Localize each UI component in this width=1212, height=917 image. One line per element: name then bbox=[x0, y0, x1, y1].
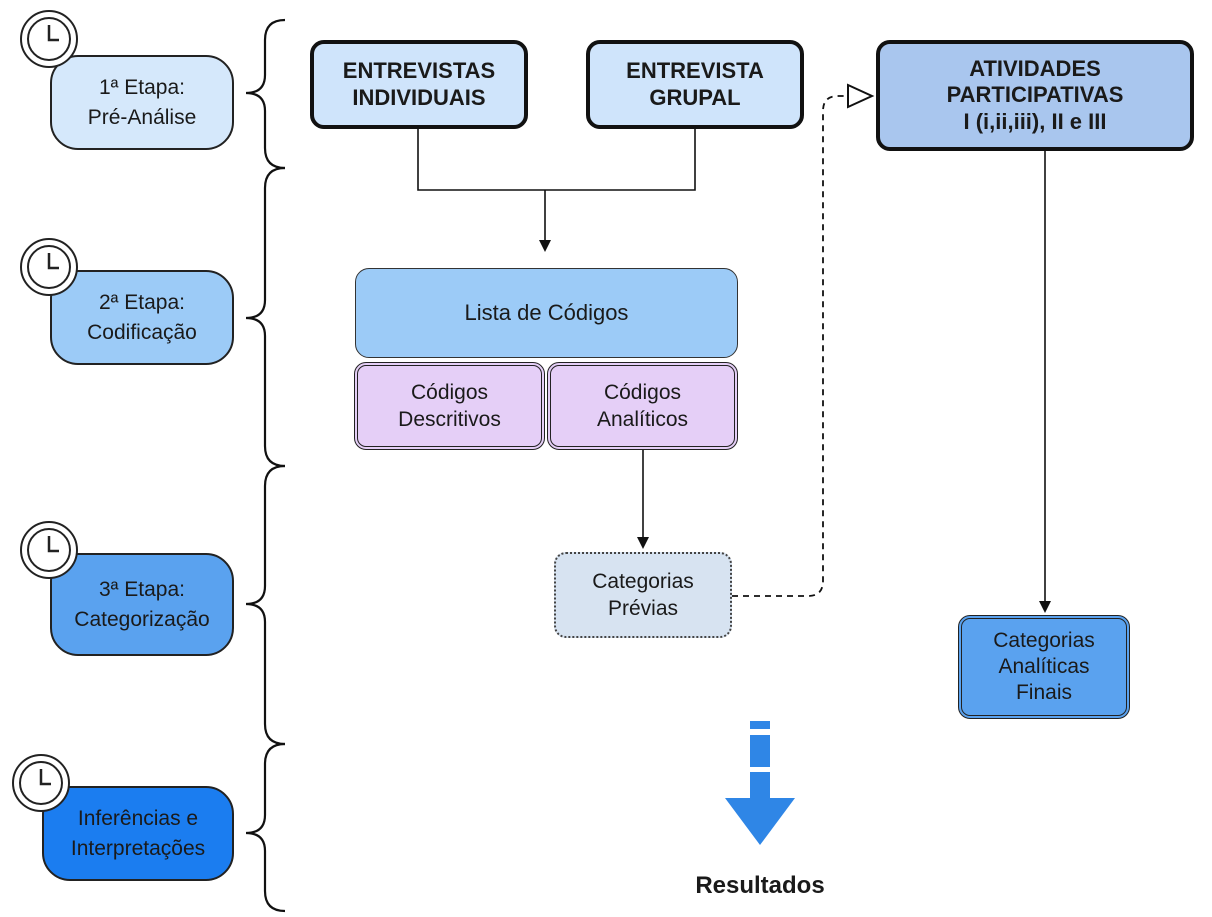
prior-categories-box: Categorias Prévias bbox=[554, 552, 732, 638]
clock-icon bbox=[12, 754, 70, 812]
stage-inferences: Inferências e Interpretações bbox=[42, 786, 234, 881]
results-label-box: Resultados bbox=[660, 868, 860, 904]
analytical-codes-box: Códigos Analíticos bbox=[547, 362, 738, 450]
code-list-box: Lista de Códigos bbox=[355, 268, 738, 358]
participatory-activities-label: ATIVIDADES PARTICIPATIVAS I (i,ii,iii), … bbox=[946, 55, 1124, 134]
stage-inferences-label: Inferências e Interpretações bbox=[70, 807, 206, 860]
stage-pre-analysis-label: 1ª Etapa: Pré-Análise bbox=[87, 76, 197, 129]
individual-interviews-label: ENTREVISTAS INDIVIDUAIS bbox=[342, 58, 496, 110]
brace-stage-1 bbox=[245, 18, 286, 170]
connector-interviews-merge bbox=[417, 129, 696, 250]
stage-categorization: 3ª Etapa: Categorização bbox=[50, 553, 234, 656]
analytical-codes-label: Códigos Analíticos bbox=[596, 380, 689, 431]
stage-pre-analysis: 1ª Etapa: Pré-Análise bbox=[50, 55, 234, 150]
descriptive-codes-box: Códigos Descritivos bbox=[354, 362, 545, 450]
prior-categories-label: Categorias Prévias bbox=[592, 569, 694, 620]
stage-coding: 2ª Etapa: Codificação bbox=[50, 270, 234, 365]
brace-stage-2 bbox=[245, 166, 286, 468]
open-triangle-arrowhead bbox=[847, 83, 875, 109]
descriptive-codes-label: Códigos Descritivos bbox=[398, 380, 501, 431]
results-arrow bbox=[725, 721, 795, 845]
brace-stage-3 bbox=[245, 464, 286, 746]
clock-icon bbox=[20, 238, 78, 296]
stage-coding-label: 2ª Etapa: Codificação bbox=[87, 291, 197, 344]
group-interview-label: ENTREVISTA GRUPAL bbox=[626, 58, 764, 110]
results-label: Resultados bbox=[695, 872, 825, 899]
clock-icon bbox=[20, 10, 78, 68]
group-interview-box: ENTREVISTA GRUPAL bbox=[586, 40, 804, 129]
participatory-activities-box: ATIVIDADES PARTICIPATIVAS I (i,ii,iii), … bbox=[876, 40, 1194, 151]
connector-prior-to-participatory bbox=[732, 95, 848, 597]
final-categories-label: Categorias Analíticas Finais bbox=[993, 628, 1095, 705]
clock-icon bbox=[20, 521, 78, 579]
code-list-label: Lista de Códigos bbox=[464, 300, 629, 325]
individual-interviews-box: ENTREVISTAS INDIVIDUAIS bbox=[310, 40, 528, 129]
final-categories-box: Categorias Analíticas Finais bbox=[958, 615, 1130, 719]
brace-stage-4 bbox=[245, 742, 286, 913]
stage-categorization-label: 3ª Etapa: Categorização bbox=[74, 578, 210, 631]
